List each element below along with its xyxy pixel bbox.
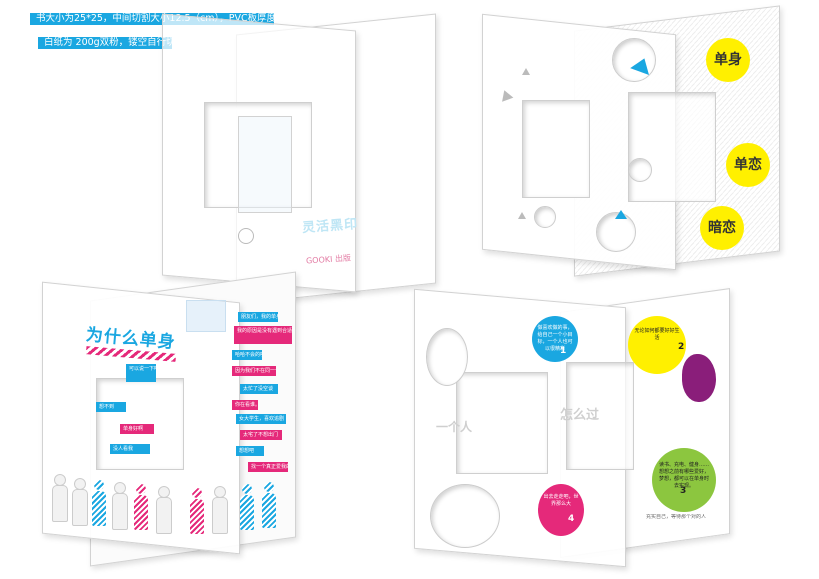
magenta-circle-text: 出去走走吧，世界那么大 xyxy=(538,484,584,536)
chat-bubble: 女大学生，喜欢追剧 xyxy=(236,414,286,424)
window-cutout xyxy=(522,100,590,198)
pvc-frame-blue xyxy=(186,300,226,332)
chat-bubble: 因为我们不在同一个城市 xyxy=(232,366,276,376)
grey-triangle-icon xyxy=(518,212,526,219)
chat-bubble: 单身好啊 xyxy=(120,424,154,434)
person-silhouette xyxy=(112,482,128,530)
chat-bubble: 想想吧 xyxy=(236,446,264,456)
number-2: 2 xyxy=(678,342,685,352)
person-silhouette xyxy=(72,478,88,526)
grey-triangle-icon xyxy=(522,68,530,75)
chat-bubble: 太忙了没空谈 xyxy=(240,384,278,394)
person-silhouette xyxy=(262,482,276,528)
blue-triangle-icon xyxy=(615,210,627,219)
blue-circle-text: 做喜欢做的事，给自己一个小目标，一个人也可以很精彩 xyxy=(532,316,578,362)
circle-cutout xyxy=(612,38,656,82)
person-silhouette xyxy=(156,486,172,534)
yellow-circle-secret-love: 暗恋 xyxy=(700,206,744,250)
chat-bubble: 找一个真正爱我的人 xyxy=(248,462,288,472)
yellow-circle-text: 无论如何都要好好生活 xyxy=(628,316,686,374)
oval-cutout xyxy=(426,328,468,386)
person-silhouette xyxy=(240,484,254,530)
circle-cutout xyxy=(628,158,652,182)
window-cutout xyxy=(204,102,312,208)
yellow-circle-single: 单身 xyxy=(706,38,750,82)
window-cutout-right xyxy=(628,92,716,202)
person-silhouette xyxy=(212,486,228,534)
title-one-person: 一个人 xyxy=(436,420,473,434)
chat-bubble: 可以说一下吗？ xyxy=(126,364,156,382)
footnote-text: 充实自己，等待那个对的人 xyxy=(645,514,706,520)
chat-bubble: 想不到 xyxy=(96,402,126,412)
number-3: 3 xyxy=(680,486,687,496)
spec-banner-paper: 白纸为 200g双粉，镂空自行切割 xyxy=(38,37,185,49)
window-cutout-right xyxy=(566,362,634,470)
oval-cutout xyxy=(430,484,500,548)
window-cutout xyxy=(456,372,548,474)
circle-cutout xyxy=(534,206,556,228)
purple-blob xyxy=(682,354,716,402)
chat-bubble: 没人看我 xyxy=(110,444,150,454)
person-silhouette xyxy=(52,474,68,522)
person-silhouette xyxy=(134,484,148,530)
circle-cutout xyxy=(238,228,254,244)
green-circle-text: 读书、充电、健身……想想之前有哪些爱好，梦想，都可以在单身时去实现。 xyxy=(652,448,716,512)
yellow-circle-unrequited: 单恋 xyxy=(726,143,770,187)
chat-bubble: 太宅了不想出门 xyxy=(240,430,282,440)
chat-bubble: 我的原因是没有遇到合适的人啊。 xyxy=(234,326,292,344)
pvc-window-frame xyxy=(238,116,292,213)
chat-bubble: 哈哈不会的啦 xyxy=(232,350,262,360)
number-1: 1 xyxy=(560,346,567,356)
person-silhouette xyxy=(190,488,204,534)
chat-bubble: 朋友们，我的单身。 xyxy=(238,312,278,322)
title-how-to-live: 怎么过 xyxy=(560,408,600,423)
person-silhouette xyxy=(92,480,106,526)
chat-bubble: 你在看谁。 xyxy=(232,400,258,410)
number-4: 4 xyxy=(568,514,575,524)
